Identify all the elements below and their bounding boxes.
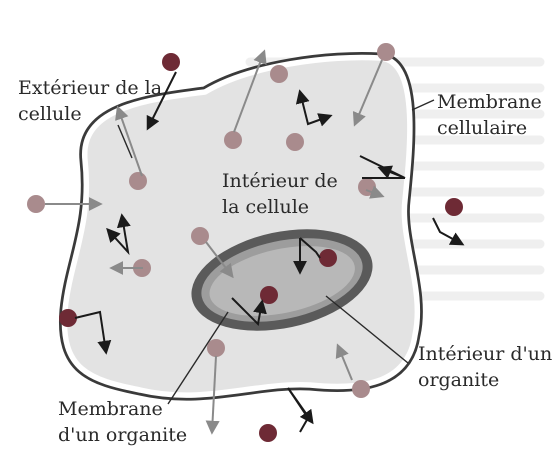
- molecule: [377, 43, 395, 61]
- label-organelle-interior: Intérieur d'un organite: [418, 343, 556, 391]
- molecule: [352, 380, 370, 398]
- molecule: [27, 195, 45, 213]
- molecule: [224, 131, 242, 149]
- molecule: [129, 172, 147, 190]
- molecule: [162, 53, 180, 71]
- molecule: [207, 339, 225, 357]
- cell-membrane: [64, 57, 417, 395]
- molecule: [59, 309, 77, 327]
- molecule: [286, 133, 304, 151]
- molecule: [445, 198, 463, 216]
- molecule: [260, 286, 278, 304]
- molecule: [259, 424, 277, 442]
- molecule: [270, 65, 288, 83]
- label-organelle-membrane: Membrane d'un organite: [58, 398, 187, 446]
- molecule: [319, 249, 337, 267]
